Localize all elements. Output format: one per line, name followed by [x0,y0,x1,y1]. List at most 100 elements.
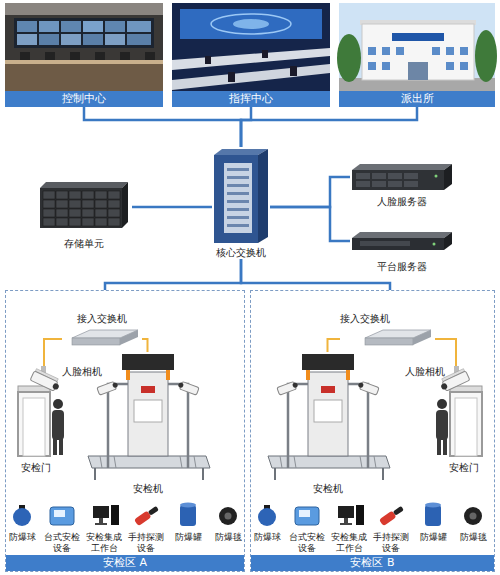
xray-machine [122,354,174,370]
control-room-photo [45,52,55,60]
device-label: 安检机 [313,483,343,495]
control-room-photo [61,34,81,45]
site-panel: 指挥中心 [172,3,330,107]
server-device [388,173,402,179]
storage-device [108,200,120,208]
control-room-photo [127,21,151,32]
device-label: 安检机 [133,483,163,495]
xray-machine [97,381,119,396]
control-room-photo [83,21,103,32]
equipment-label: 防爆球 [245,532,289,543]
core-switch-cabinet [227,200,249,203]
control-room-photo [83,34,103,45]
police-station-photo [460,62,468,70]
equipment-icon [180,505,196,526]
face-camera: 人脸相机 [26,366,102,394]
equipment-icon [148,506,159,516]
xray-machine [128,372,168,456]
xray-machine [134,400,162,422]
site-panel: 控制中心 [5,3,163,107]
equipment-label: 防爆毯 [451,532,495,543]
zone-caption: 安检区 A [6,555,244,571]
equipment-icon [134,505,160,526]
equipment-icon [13,508,31,526]
command-room-photo [262,50,268,58]
site-panel: 派出所 [339,3,495,107]
command-room-photo [172,3,330,91]
storage-device [69,218,81,226]
storage-device [95,209,107,217]
storage-device [108,191,120,199]
command-room-photo [205,56,211,64]
police-station-photo [392,33,444,41]
device-label: 存储单元 [64,238,104,250]
core-switch-cabinet [227,168,249,171]
panel-caption: 控制中心 [5,91,163,107]
storage-device [95,200,107,208]
xray-machine [88,456,210,468]
xray-machine [126,370,130,380]
xray-machine [114,456,116,468]
control-room-photo [61,21,81,32]
police-station-photo [432,47,440,55]
device-label: 平台服务器 [377,261,427,273]
camera-wire [435,339,456,366]
server-device [352,232,452,250]
storage-device [95,218,107,226]
security-gate [52,410,64,440]
xray-machine [194,456,196,468]
storage-device [43,191,55,199]
police-station-photo [382,47,390,55]
server-device [404,181,418,187]
control-room-photo [5,3,163,91]
equipment-label: 安检集成工作台 [82,532,126,554]
storage-device [56,209,68,217]
storage-device [40,182,128,228]
storage-device [82,209,94,217]
command-room-photo [172,64,330,90]
control-room-photo [105,34,125,45]
equipment-label: 台式安检设备 [285,532,329,554]
device-label: 人脸相机 [62,366,102,378]
network-link [241,259,390,290]
police-station-photo [368,47,376,55]
security-gate [18,392,50,456]
camera-wire [142,339,148,352]
device-label: 人脸相机 [405,366,445,378]
network-link [241,107,251,147]
device-label: 人脸服务器 [377,196,427,208]
server-device [356,173,370,179]
device-label: 核心交换机 [216,247,266,259]
equipment-icon [111,505,119,525]
server-device [352,164,452,170]
core-switch-cabinet [227,184,249,187]
storage-device [43,218,55,226]
security-gate [53,399,63,409]
server-device [435,175,438,178]
police-station-photo [396,47,404,55]
police-station-photo [475,30,497,82]
core-switch-cabinet [227,208,249,211]
equipment-icon [99,518,103,523]
equipment-label: 防爆球 [0,532,44,543]
police-station-photo [460,47,468,55]
server-device [352,164,452,190]
server-device [444,164,452,190]
control-room-photo [145,52,155,60]
storage-device [56,218,68,226]
xray-machine [178,382,184,388]
control-room-photo [5,60,163,64]
camera-wire [328,339,341,352]
network-link [105,259,241,290]
security-gate [59,438,63,455]
control-room-photo [39,21,59,32]
command-room-photo [290,66,297,76]
xray-machine [94,468,96,480]
control-room-photo [39,34,59,45]
face-camera: 人脸相机 [405,366,490,394]
server-device [404,173,418,179]
storage-device [82,218,94,226]
police-station-photo [368,62,376,70]
xray-machine [180,456,182,468]
control-room-photo [17,21,37,32]
